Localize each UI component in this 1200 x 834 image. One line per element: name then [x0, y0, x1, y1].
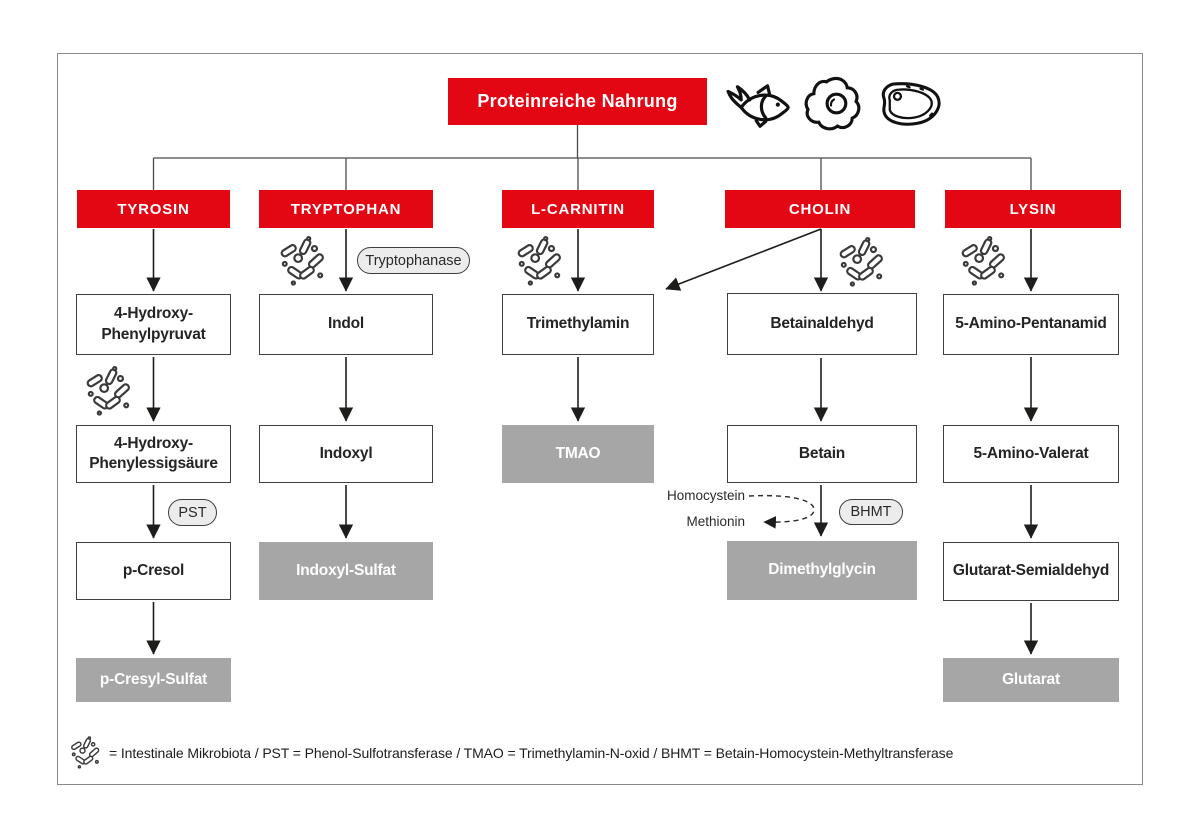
- node-indol: Indol: [259, 294, 433, 355]
- node-betain: Betain: [727, 425, 917, 483]
- node-p-cresol: p-Cresol: [76, 542, 231, 600]
- header-tryptophan: TRYPTOPHAN: [259, 190, 433, 228]
- node-4-hydroxy-phenylessigsaeure: 4-Hydroxy- Phenylessigsäure: [76, 425, 231, 483]
- intestinal-microbiota-icon: [838, 237, 884, 287]
- fish-icon: [724, 83, 796, 130]
- node-indoxyl-sulfat: Indoxyl-Sulfat: [259, 542, 433, 600]
- node-dimethylglycin: Dimethylglycin: [727, 541, 917, 600]
- node-4-hydroxy-phenylpyruvat: 4-Hydroxy- Phenylpyruvat: [76, 294, 231, 355]
- enzyme-pill-tryptophanase: Tryptophanase: [357, 247, 470, 274]
- intestinal-microbiota-icon: [70, 736, 100, 769]
- legend: = Intestinale Mikrobiota / PST = Phenol-…: [70, 736, 953, 769]
- title-proteinreiche-nahrung: Proteinreiche Nahrung: [448, 78, 707, 125]
- node-trimethylamin: Trimethylamin: [502, 294, 654, 355]
- node-betainaldehyd: Betainaldehyd: [727, 293, 917, 355]
- node-glutarat: Glutarat: [943, 658, 1119, 702]
- enzyme-pill-bhmt: BHMT: [839, 499, 903, 525]
- steak-icon: [875, 80, 943, 130]
- node-5-amino-pentanamid: 5-Amino-Pentanamid: [943, 294, 1119, 355]
- node-tmao: TMAO: [502, 425, 654, 483]
- homocystein-label: Homocystein: [666, 488, 745, 503]
- node-5-amino-valerat: 5-Amino-Valerat: [943, 425, 1119, 483]
- node-glutarat-semialdehyd: Glutarat-Semialdehyd: [943, 542, 1119, 601]
- header-cholin: CHOLIN: [725, 190, 915, 228]
- legend-text: = Intestinale Mikrobiota / PST = Phenol-…: [109, 744, 954, 761]
- intestinal-microbiota-icon: [279, 236, 325, 286]
- enzyme-pill-pst: PST: [168, 499, 217, 526]
- intestinal-microbiota-icon: [85, 366, 131, 416]
- methionin-label: Methionin: [686, 514, 745, 529]
- fried-egg-icon: [803, 76, 864, 131]
- header-tyrosin: TYROSIN: [77, 190, 230, 228]
- intestinal-microbiota-icon: [960, 236, 1006, 286]
- node-p-cresyl-sulfat: p-Cresyl-Sulfat: [76, 658, 231, 702]
- header-l-carnitin: L-CARNITIN: [502, 190, 654, 228]
- intestinal-microbiota-icon: [516, 236, 562, 286]
- node-indoxyl: Indoxyl: [259, 425, 433, 483]
- header-lysin: LYSIN: [945, 190, 1121, 228]
